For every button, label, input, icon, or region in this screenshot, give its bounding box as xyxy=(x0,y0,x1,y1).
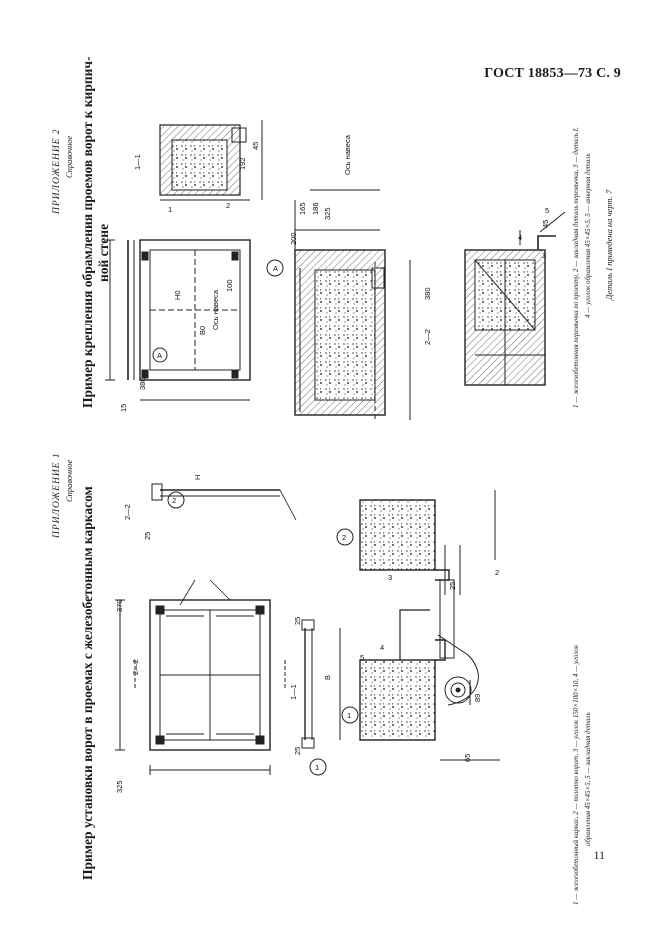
axis-label-a2-elevation: Ось навеса xyxy=(211,289,220,330)
number-3-a2: 3 xyxy=(542,251,546,260)
dim-H-label: H xyxy=(193,475,202,480)
dim-45-label-a2-detail: 45 xyxy=(541,220,550,228)
dim-45-label-a2: 45 xyxy=(251,142,260,150)
axis-label-a2-section: Ось навеса xyxy=(343,134,352,175)
callout-A-a2: A xyxy=(157,351,162,360)
section-1-1-title-a2: 1—1 xyxy=(133,154,142,170)
section-2-2-title-a1: 2—2 xyxy=(123,504,132,520)
callout-2-a1: 2 xyxy=(172,496,176,505)
number-1-a2-sec: 1 xyxy=(168,205,172,214)
dim-380-label-a2-sec: 380 xyxy=(423,287,432,300)
dim-25-label-a: 25 xyxy=(143,532,152,540)
dim-25-label-d: 25 xyxy=(448,582,457,590)
callout-1-a1: 1 xyxy=(347,711,351,720)
appendix1-elevation-drawing xyxy=(115,579,286,775)
dim-100-label: 100 xyxy=(225,279,234,292)
dim-165-label: 165 xyxy=(298,202,307,215)
document-header-code: ГОСТ 18853—73 С. 9 xyxy=(484,66,621,81)
dim-25-label-b: 25 xyxy=(293,617,302,625)
number-4-a2: 4 xyxy=(518,233,522,242)
dim-200-label: 200 xyxy=(289,232,298,245)
appendix2-section-2-2 xyxy=(266,189,411,420)
number-5-a1: 5 xyxy=(360,653,364,662)
appendix1-section-1-1 xyxy=(301,619,341,776)
appendix2-section-1-1 xyxy=(159,120,263,201)
dim-H0-label: H0 xyxy=(173,290,182,300)
callout-2-a1-detail: 2 xyxy=(342,533,346,542)
section-1-1-title-a1: 1—1 xyxy=(289,684,298,700)
section-2-2-title-a2: 2—2 xyxy=(423,329,432,345)
dim-325-label-a2: 325 xyxy=(323,207,332,220)
dim-B0-label: B0 xyxy=(198,326,207,335)
appendix1-detail-drawing xyxy=(336,490,500,761)
dim-192-label: 192 xyxy=(238,157,247,170)
callout-1-a1-strip: 1 xyxy=(315,763,319,772)
number-2-a1: 2 xyxy=(495,568,499,577)
dim-15-label: 15 xyxy=(119,404,128,412)
dim-89-label: 89 xyxy=(473,694,482,702)
section-2-2-mark-a1: 2—2 xyxy=(131,659,140,675)
dim-380-label-a2: 380 xyxy=(138,377,147,390)
appendix2-detail-drawing xyxy=(464,211,566,386)
appendix2-elevation-drawing xyxy=(105,239,251,401)
number-4-a1: 4 xyxy=(380,643,384,652)
appendix1-section-2-2 xyxy=(151,483,297,521)
dim-186-label: 186 xyxy=(311,202,320,215)
dim-65-label: 65 xyxy=(463,754,472,762)
number-5-a2: 5 xyxy=(545,206,549,215)
dim-25-label-c: 25 xyxy=(293,747,302,755)
number-2-a2-sec: 2 xyxy=(226,201,230,210)
dim-B-label: B xyxy=(323,675,332,680)
number-3-a1: 3 xyxy=(388,573,392,582)
dim-370-label: 370 xyxy=(115,599,124,612)
dim-325-label: 325 xyxy=(115,780,124,793)
callout-A-a2-section: A xyxy=(273,264,278,273)
page-number: 11 xyxy=(593,848,605,862)
